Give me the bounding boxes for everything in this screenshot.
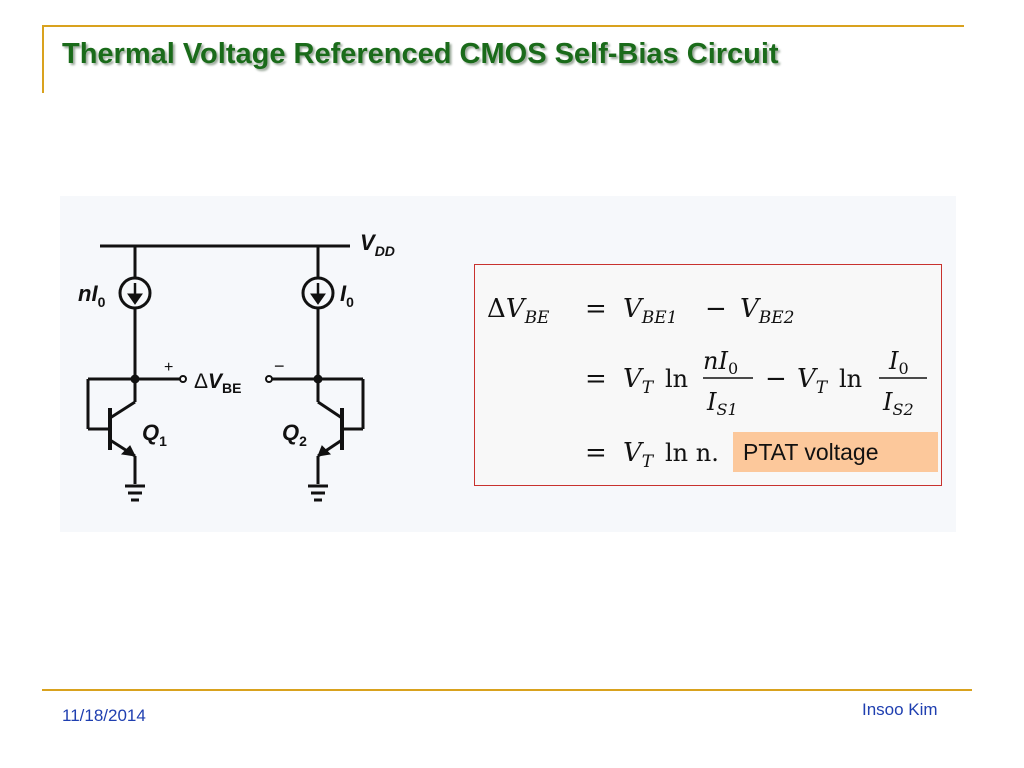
left-node-dot <box>130 374 140 384</box>
eq-line1-vbe1: VBE1 <box>623 294 678 328</box>
eq-line3-equals: = <box>585 438 607 468</box>
eq-frac1-den: IS1 <box>706 388 738 419</box>
left-source-label: nI0 <box>78 281 106 310</box>
bottom-divider <box>42 689 972 691</box>
eq-line1-minus: − <box>705 294 727 324</box>
minus-terminal <box>265 375 273 383</box>
top-divider <box>42 25 964 27</box>
q1-collector <box>109 400 136 420</box>
eq-frac1-num: nI0 <box>703 347 738 378</box>
left-divider <box>42 25 44 93</box>
vdd-label: VDD <box>360 230 395 259</box>
circuit-schematic: VDD nI0 I0 Q1 Q2 + − ΔVBE <box>78 230 395 502</box>
plus-sign: + <box>164 359 173 376</box>
right-source-arrow <box>310 293 326 305</box>
eq-line1-equals: = <box>585 294 607 324</box>
eq-line1-vbe2: VBE2 <box>740 294 795 328</box>
left-source-arrow <box>127 293 143 305</box>
eq-line3-vt: VT <box>623 438 655 472</box>
eq-line2-ln1: ln <box>665 365 688 393</box>
ptat-voltage-label: PTAT voltage <box>733 432 938 472</box>
eq-frac2-den: IS2 <box>882 388 914 419</box>
footer-date: 11/18/2014 <box>62 706 146 725</box>
eq-line2-minus: − <box>765 364 787 394</box>
eq-frac2-num: I0 <box>888 347 909 378</box>
eq-line2-ln2: ln <box>839 365 862 393</box>
equation-svg: ΔVBE = VBE1 − VBE2 = VT ln nI0 IS1 − VT … <box>487 294 927 472</box>
eq-line1-lhs: ΔVBE <box>487 294 550 328</box>
eq-line2-equals: = <box>585 364 607 394</box>
eq-line3-ln-n: ln n. <box>665 439 719 467</box>
eq-line2-vt2: VT <box>797 364 829 398</box>
eq-line2-vt1: VT <box>623 364 655 398</box>
delta-vbe-label: ΔVBE <box>194 370 242 396</box>
plus-terminal <box>179 375 187 383</box>
q1-label: Q1 <box>142 420 167 449</box>
q1-emitter-arrow <box>120 445 136 457</box>
footer-author: Insoo Kim <box>862 700 938 719</box>
right-node-dot <box>313 374 323 384</box>
q2-emitter-arrow <box>317 445 332 457</box>
q2-collector <box>317 400 343 420</box>
slide-title: Thermal Voltage Referenced CMOS Self-Bia… <box>62 38 779 70</box>
right-source-label: I0 <box>340 281 354 310</box>
q2-label: Q2 <box>282 420 307 449</box>
minus-sign: − <box>274 356 285 376</box>
